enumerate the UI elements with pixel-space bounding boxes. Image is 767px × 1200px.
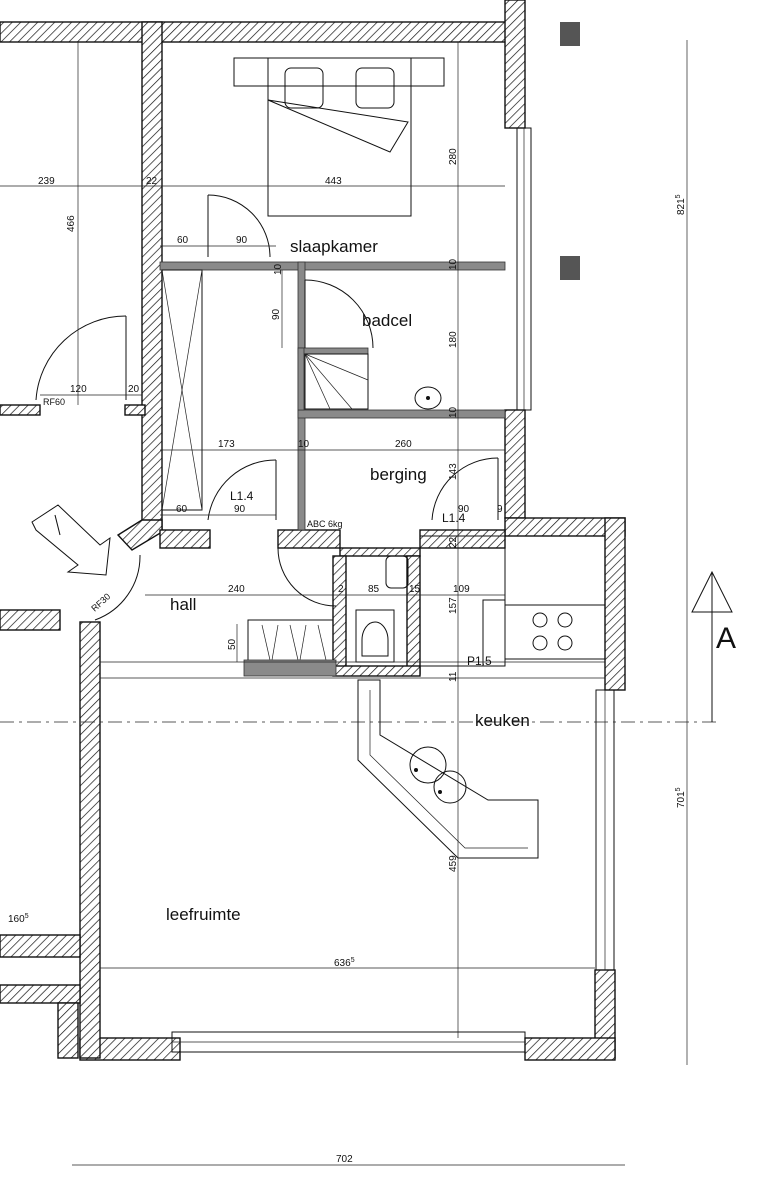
- dim-60-b: 60: [176, 504, 188, 515]
- dim-85: 85: [368, 584, 380, 595]
- dim-459: 459: [448, 855, 459, 872]
- doors: [35, 194, 499, 621]
- dim-143: 143: [448, 463, 459, 480]
- dim-701: 7015: [675, 787, 687, 808]
- room-keuken: keuken: [475, 711, 530, 730]
- dim-10-a: 10: [273, 263, 284, 275]
- room-slaapkamer: slaapkamer: [290, 237, 378, 256]
- dim-180: 180: [448, 331, 459, 348]
- rf60-tag: RF60: [43, 397, 65, 407]
- dim-20: 20: [128, 384, 140, 395]
- dim-90-b: 90: [271, 308, 282, 320]
- room-leefruimte: leefruimte: [166, 905, 241, 924]
- partitions: [159, 261, 506, 531]
- dim-466: 466: [66, 215, 77, 232]
- rf30-tag: RF30: [89, 591, 112, 613]
- walls: [0, 0, 626, 1061]
- dim-160: 1605: [8, 913, 29, 925]
- dim-90-c: 90: [234, 504, 246, 515]
- door-tag-l14-b: L1.4: [442, 511, 466, 525]
- tags: L1.4 L1.4 ABC 6kg RF60 RF30 P1.5: [43, 397, 492, 668]
- dim-90-a: 90: [236, 235, 248, 246]
- dim-280: 280: [448, 148, 459, 165]
- dim-10-d: 10: [298, 439, 310, 450]
- windows: [171, 22, 615, 1053]
- dim-239: 239: [38, 176, 55, 187]
- wc-basin: [385, 555, 409, 589]
- dim-821: 8215: [675, 194, 687, 215]
- dim-60-a: 60: [177, 235, 189, 246]
- sink: [414, 386, 442, 410]
- room-berging: berging: [370, 465, 427, 484]
- shower: [304, 353, 369, 410]
- dim-2: 2: [338, 584, 344, 595]
- dimension-labels: 239 22 443 466 280 60 90 10 10 90 180 12…: [8, 148, 687, 1165]
- dim-10-b: 10: [448, 258, 459, 270]
- dim-157: 157: [448, 597, 459, 614]
- dim-260: 260: [395, 439, 412, 450]
- room-hall: hall: [170, 595, 196, 614]
- dim-173: 173: [218, 439, 235, 450]
- entrance-arrow: [31, 504, 111, 576]
- p15-tag: P1.5: [467, 654, 492, 668]
- dim-11: 11: [448, 671, 459, 682]
- coat-rack: [243, 619, 337, 677]
- dim-443: 443: [325, 176, 342, 187]
- dim-10-c: 10: [448, 406, 459, 418]
- toilet: [355, 609, 395, 663]
- dim-22: 22: [146, 176, 158, 187]
- dim-15: 15: [409, 584, 421, 595]
- dim-702: 702: [336, 1154, 353, 1165]
- dim-636: 6365: [334, 957, 355, 969]
- dim-240: 240: [228, 584, 245, 595]
- dim-50: 50: [227, 638, 238, 650]
- dim-109: 109: [453, 584, 470, 595]
- dimension-lines: [0, 40, 720, 1166]
- room-labels: slaapkamer badcel berging hall keuken le…: [166, 237, 530, 924]
- door-tag-l14-a: L1.4: [230, 489, 254, 503]
- wardrobe: [161, 269, 203, 511]
- extinguisher-tag: ABC 6kg: [307, 519, 343, 529]
- room-badcel: badcel: [362, 311, 412, 330]
- kitchen-counter: [357, 535, 606, 859]
- double-bed: [233, 57, 445, 217]
- dim-22-b: 22: [448, 536, 459, 548]
- section-marker: A: [691, 570, 736, 722]
- dim-120: 120: [70, 384, 87, 395]
- dim-9: 9: [497, 504, 503, 515]
- dim-90-d: 90: [458, 504, 470, 515]
- section-label: A: [716, 622, 736, 655]
